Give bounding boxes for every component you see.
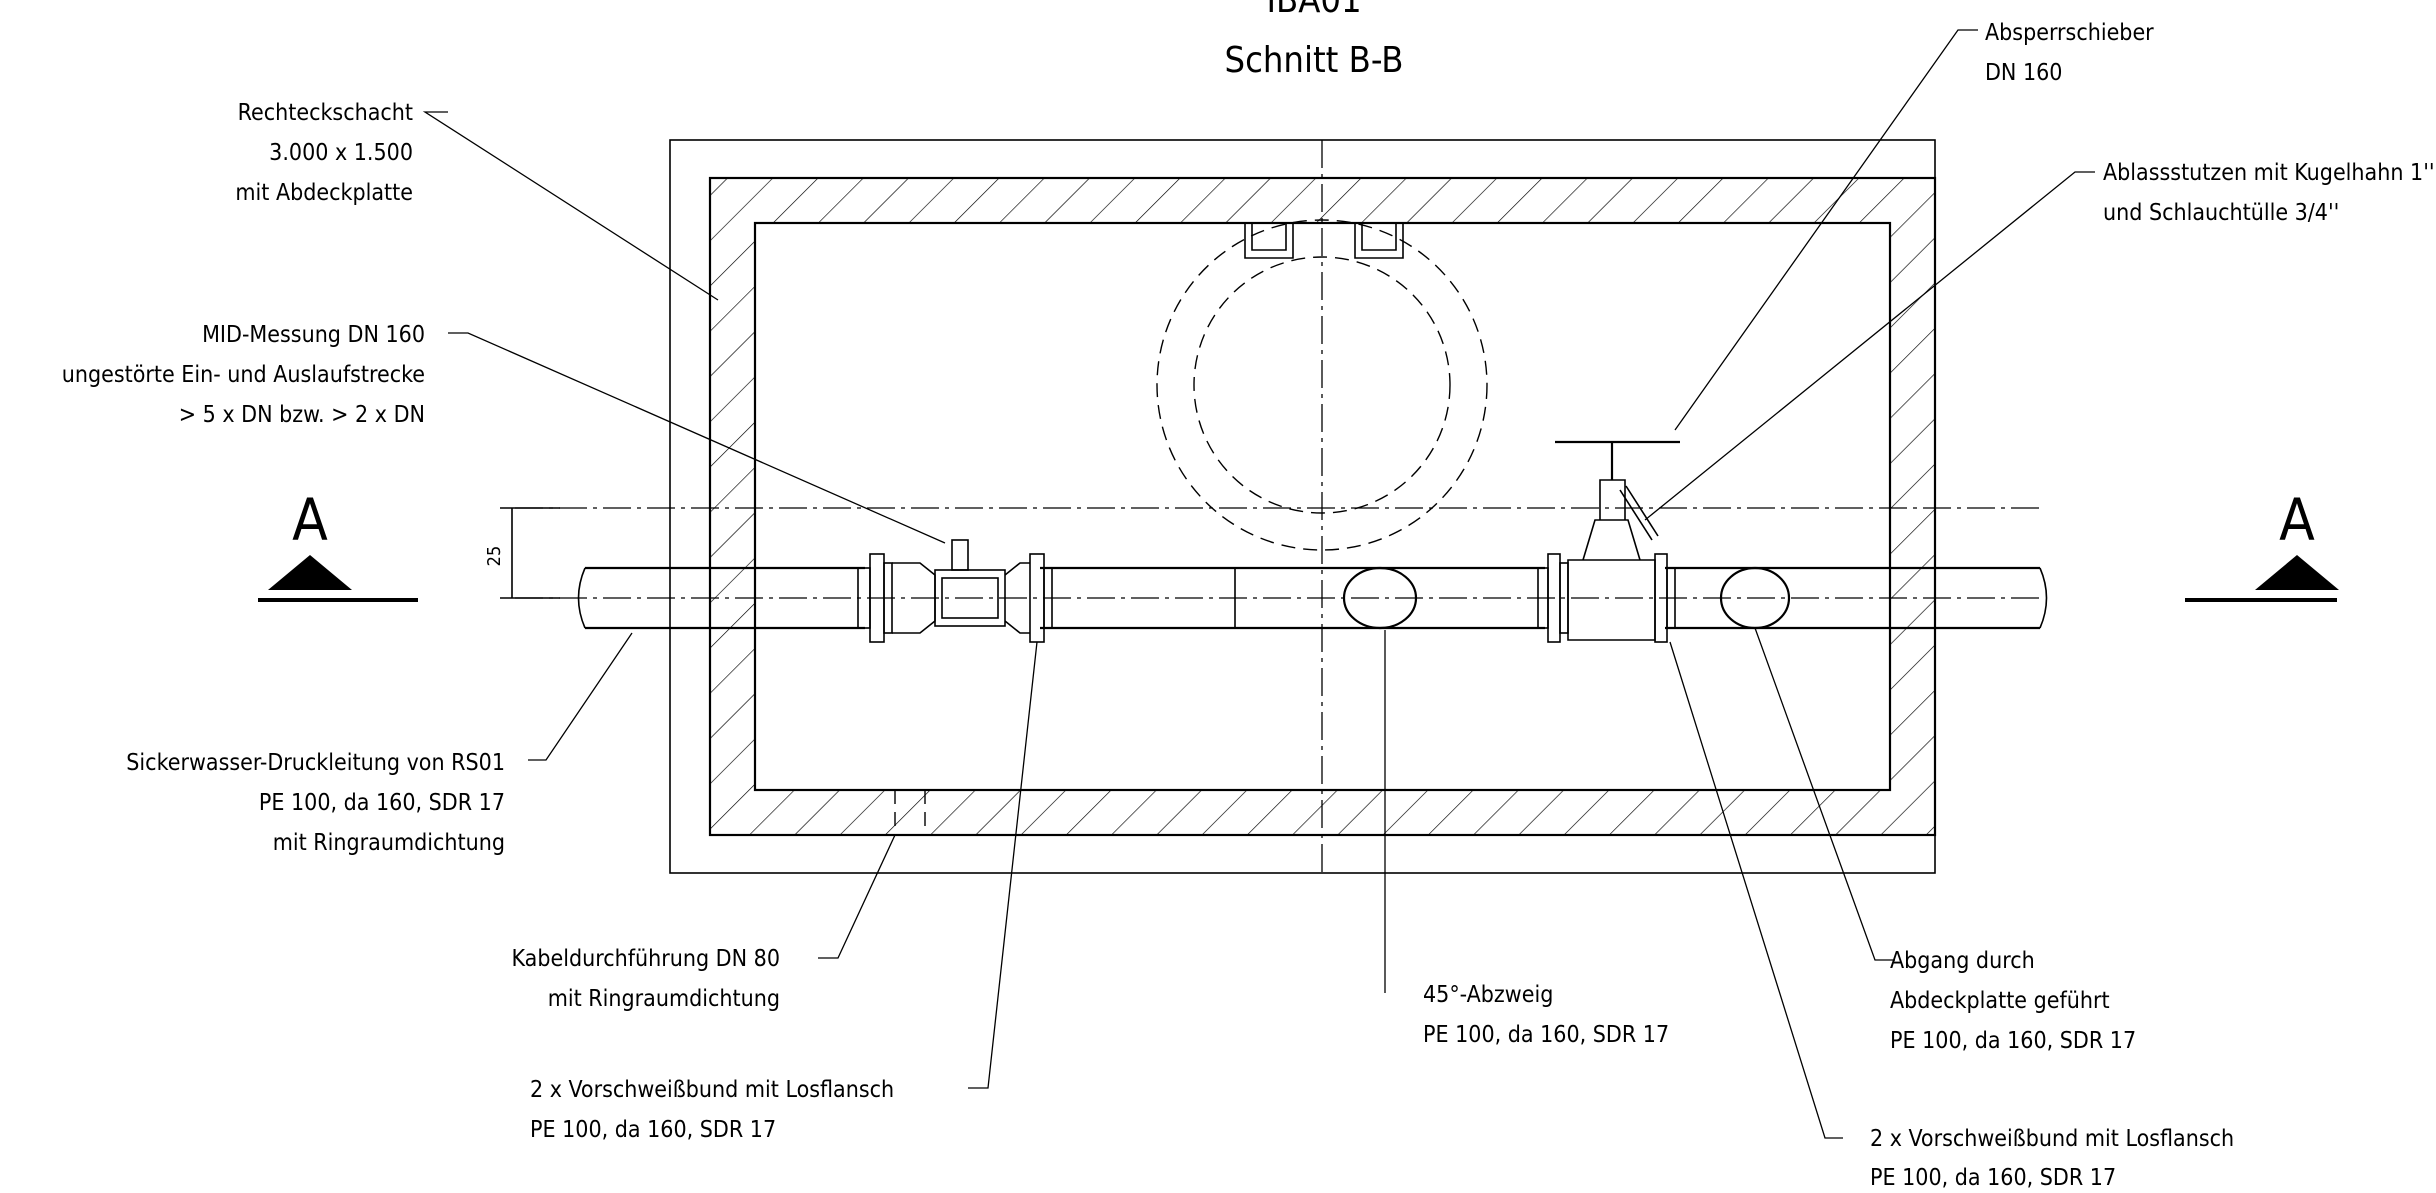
label-absperrschieber: Absperrschieber DN 160: [1985, 20, 2154, 86]
svg-text:mit Ringraumdichtung: mit Ringraumdichtung: [548, 986, 780, 1012]
leader-vsb-left: [968, 641, 1038, 1089]
svg-text:Ablassstutzen mit Kugelhahn 1': Ablassstutzen mit Kugelhahn 1'': [2103, 160, 2435, 186]
svg-text:PE 100, da 160, SDR 17: PE 100, da 160, SDR 17: [1870, 1165, 2116, 1191]
drawing-title: Schnitt B-B: [1225, 40, 1404, 81]
leader-rechteckschacht: [422, 111, 719, 301]
svg-text:2 x Vorschweißbund mit Losflan: 2 x Vorschweißbund mit Losflansch: [530, 1077, 894, 1103]
label-vorschweissbund-left: 2 x Vorschweißbund mit Losflansch PE 100…: [530, 1077, 894, 1143]
manhole-circle-inner: [1193, 256, 1451, 514]
label-sickerwasser: Sickerwasser-Druckleitung von RS01 PE 10…: [126, 750, 505, 856]
leader-absperrschieber: [1674, 29, 1978, 431]
label-ablassstutzen: Ablassstutzen mit Kugelhahn 1'' und Schl…: [2103, 160, 2435, 226]
leader-abgang: [1754, 627, 1895, 961]
gate-valve-assembly: [1537, 440, 1680, 643]
svg-text:PE 100, da 160, SDR 17: PE 100, da 160, SDR 17: [530, 1117, 776, 1143]
leader-kabel: [818, 834, 896, 959]
svg-text:PE 100, da 160, SDR 17: PE 100, da 160, SDR 17: [1890, 1028, 2136, 1054]
label-rechteckschacht: Rechteckschacht 3.000 x 1.500 mit Abdeck…: [235, 100, 413, 206]
label-vorschweissbund-right: 2 x Vorschweißbund mit Losflansch PE 100…: [1870, 1126, 2234, 1191]
svg-text:Abgang durch: Abgang durch: [1890, 948, 2035, 974]
leader-sickerwasser: [528, 632, 633, 761]
svg-text:mit Ringraumdichtung: mit Ringraumdichtung: [273, 830, 505, 856]
mid-meter-assembly: [857, 539, 1053, 643]
svg-text:ungestörte Ein- und Auslaufstr: ungestörte Ein- und Auslaufstrecke: [62, 362, 425, 388]
label-abgang: Abgang durch Abdeckplatte geführt PE 100…: [1890, 948, 2136, 1054]
section-marker-left: A: [258, 486, 418, 602]
dimension-25: 25: [484, 507, 560, 599]
svg-text:PE 100, da 160, SDR 17: PE 100, da 160, SDR 17: [1423, 1022, 1669, 1048]
svg-text:Rechteckschacht: Rechteckschacht: [238, 100, 413, 126]
ladder-rung-right: [1354, 223, 1404, 259]
svg-text:Abdeckplatte geführt: Abdeckplatte geführt: [1890, 988, 2110, 1014]
label-kabeldurchfuehrung: Kabeldurchführung DN 80 mit Ringraumdich…: [512, 946, 780, 1012]
label-abzweig: 45°-Abzweig PE 100, da 160, SDR 17: [1423, 982, 1669, 1048]
svg-text:2 x Vorschweißbund mit Losflan: 2 x Vorschweißbund mit Losflansch: [1870, 1126, 2234, 1152]
svg-text:Kabeldurchführung DN 80: Kabeldurchführung DN 80: [512, 946, 780, 972]
branch-45-section: [1342, 566, 1418, 630]
svg-text:Absperrschieber: Absperrschieber: [1985, 20, 2154, 46]
svg-text:MID-Messung DN 160: MID-Messung DN 160: [202, 322, 425, 348]
svg-text:A: A: [292, 486, 328, 554]
svg-text:45°-Abzweig: 45°-Abzweig: [1423, 982, 1553, 1008]
manhole-circle-outer: [1156, 219, 1488, 551]
svg-text:3.000 x 1.500: 3.000 x 1.500: [269, 140, 413, 166]
svg-text:A: A: [2279, 486, 2315, 554]
ladder-rung-left: [1244, 223, 1294, 259]
svg-text:und Schlauchtülle 3/4'': und Schlauchtülle 3/4'': [2103, 200, 2339, 226]
label-mid-messung: MID-Messung DN 160 ungestörte Ein- und A…: [62, 322, 425, 428]
svg-text:DN 160: DN 160: [1985, 60, 2062, 86]
leader-ablassstutzen: [1644, 171, 2095, 521]
shaft-outer-frame: [669, 139, 1936, 874]
section-marker-right: A: [2185, 486, 2339, 602]
title-partial: IBA01: [1266, 0, 1361, 21]
svg-text:Sickerwasser-Druckleitung von: Sickerwasser-Druckleitung von RS01: [126, 750, 505, 776]
svg-text:PE 100, da 160, SDR 17: PE 100, da 160, SDR 17: [259, 790, 505, 816]
leader-vsb-right: [1669, 641, 1843, 1139]
svg-text:mit Abdeckplatte: mit Abdeckplatte: [235, 180, 413, 206]
main-pipe: [577, 566, 2048, 630]
svg-text:> 5 x DN bzw. > 2 x DN: > 5 x DN bzw. > 2 x DN: [179, 402, 425, 428]
svg-text:25: 25: [484, 546, 505, 567]
leader-mid: [448, 332, 946, 544]
cable-duct-dashed: [894, 790, 926, 835]
